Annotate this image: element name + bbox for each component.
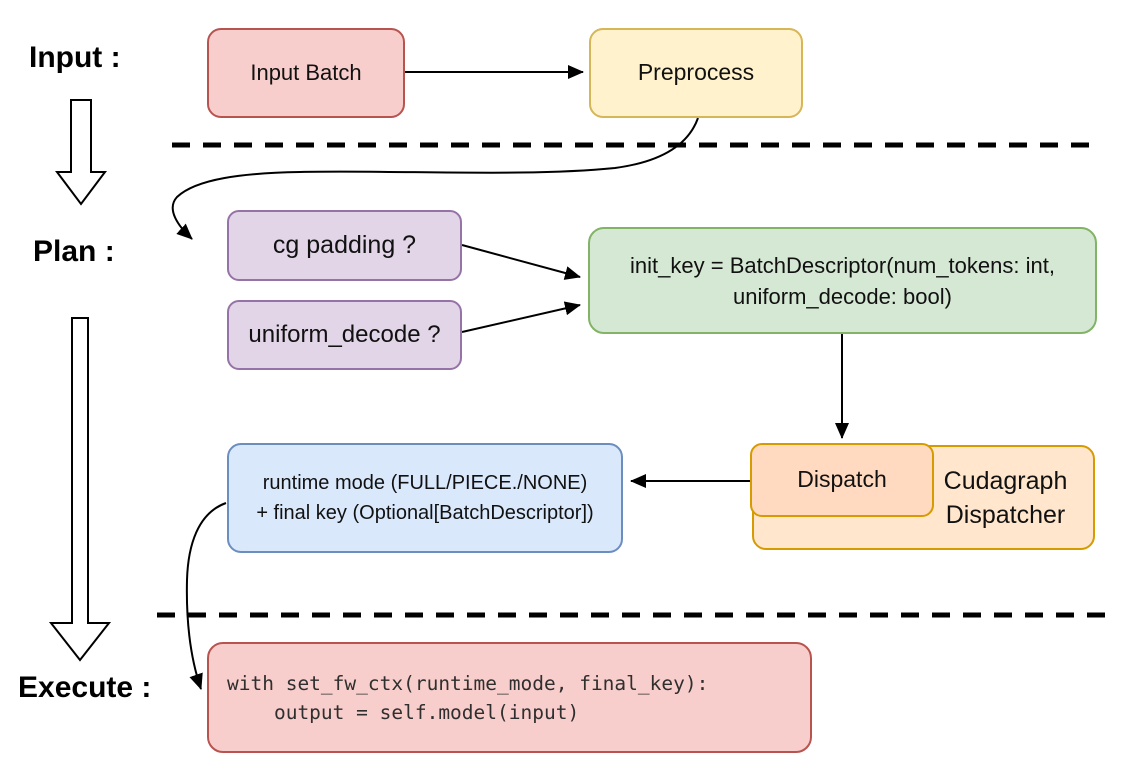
node-uniform-decode-label: uniform_decode ? xyxy=(248,321,441,349)
node-cg-padding: cg padding ? xyxy=(227,210,462,281)
node-uniform-decode: uniform_decode ? xyxy=(227,300,462,370)
node-preprocess: Preprocess xyxy=(589,28,803,118)
stage-label-execute: Execute : xyxy=(18,671,152,704)
node-execute-code: with set_fw_ctx(runtime_mode, final_key)… xyxy=(207,642,812,753)
node-cudagraph-dispatcher-line1: Cudagraph xyxy=(943,466,1068,495)
stage-arrow-plan-to-execute-icon xyxy=(48,317,112,662)
node-runtime-mode-final-key: runtime mode (FULL/PIECE./NONE) + final … xyxy=(227,443,623,553)
node-init-key-line1: init_key = BatchDescriptor(num_tokens: i… xyxy=(630,252,1055,278)
stage-label-plan: Plan : xyxy=(33,235,115,268)
node-preprocess-label: Preprocess xyxy=(637,59,755,86)
node-cudagraph-dispatcher-line2: Dispatcher xyxy=(945,500,1066,529)
stage-label-input: Input : xyxy=(29,41,121,74)
node-runtime-mode-line2: + final key (Optional[BatchDescriptor]) xyxy=(256,502,594,524)
node-cudagraph-dispatcher-label: Cudagraph Dispatcher xyxy=(918,464,1093,532)
arrow-cgpadding-to-initkey xyxy=(461,244,581,280)
node-init-key-line2: uniform_decode: bool) xyxy=(733,283,952,309)
arrow-uniformdecode-to-initkey xyxy=(461,301,581,333)
node-input-batch-label: Input Batch xyxy=(250,59,362,85)
node-dispatch-label: Dispatch xyxy=(797,466,887,493)
node-input-batch: Input Batch xyxy=(207,28,405,118)
node-dispatch: Dispatch xyxy=(750,443,934,517)
arrow-runtimemode-to-executecode xyxy=(185,502,227,690)
execute-code-line2: output = self.model(input) xyxy=(227,700,580,724)
node-cg-padding-label: cg padding ? xyxy=(272,231,417,260)
node-init-key: init_key = BatchDescriptor(num_tokens: i… xyxy=(588,227,1097,334)
arrow-preprocess-to-cgpadding xyxy=(171,117,699,240)
node-runtime-mode-line1: runtime mode (FULL/PIECE./NONE) xyxy=(262,472,588,494)
stage-arrow-input-to-plan-icon xyxy=(55,99,107,206)
execute-code-line1: with set_fw_ctx(runtime_mode, final_key)… xyxy=(227,671,709,695)
